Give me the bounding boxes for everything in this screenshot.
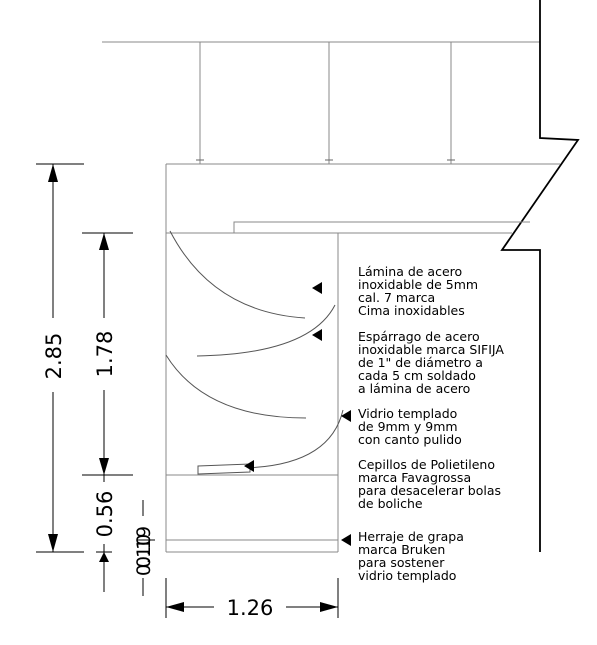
dim-lower-height: 0.56 [93,491,117,538]
dimension-arrowheads [48,164,338,612]
note-herraje: Herraje de grapa marca Bruken para soste… [358,529,468,583]
arrow-lamina [312,282,322,294]
dim-base-height-small: 0.10 [133,534,155,576]
dimension-lines [36,163,339,618]
leader-arrows [244,282,351,546]
frame-outline [165,163,560,553]
steel-sheet-curve-lower [165,354,307,419]
ceiling-structure [102,41,540,164]
note-cepillos: Cepillos de Polietileno marca Favagrossa… [358,457,505,511]
dim-width: 1.26 [227,596,274,620]
note-esparrago: Espárrago de acero inoxidable marca SIFI… [358,329,508,396]
arrow-vidrio [341,410,351,422]
dim-total-height: 2.85 [42,333,66,380]
dim-inner-height: 1.78 [93,331,117,378]
steel-sheet-curve [169,230,306,319]
dim-base-height: 0.19 [133,526,155,568]
glass-curve [242,409,344,469]
break-line [500,0,580,552]
arrow-herraje [341,534,351,546]
arrow-cepillos [244,460,254,472]
annotations: Lámina de acero inoxidable de 5mm cal. 7… [358,264,508,583]
brush-block [197,463,251,475]
rod-curve [196,304,336,357]
arrow-esparrago [312,329,322,341]
note-lamina: Lámina de acero inoxidable de 5mm cal. 7… [358,264,482,318]
curved-elements [165,230,344,469]
note-vidrio: Vidrio templado de 9mm y 9mm con canto p… [358,406,462,447]
